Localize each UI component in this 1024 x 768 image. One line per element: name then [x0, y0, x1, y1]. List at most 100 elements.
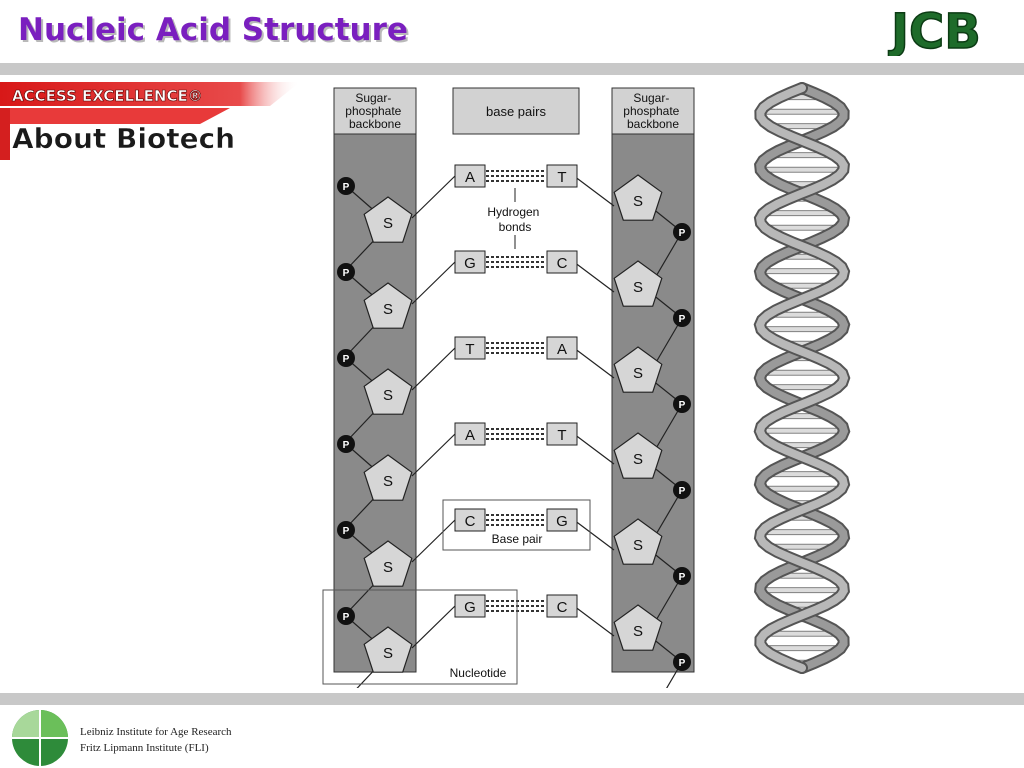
base-left-box [454, 164, 486, 188]
banner-line2: About Biotech [12, 122, 235, 155]
sugar-base-link [411, 261, 456, 305]
base-left-label: C [465, 513, 476, 530]
base-left-label: A [465, 169, 475, 186]
phosphate-right [673, 309, 691, 327]
sugar-base-link [573, 175, 615, 207]
footer-line2: Fritz Lipmann Institute (FLI) [80, 742, 209, 754]
hydrogen-bonds-label: Hydrogen bonds [487, 205, 542, 234]
base-right-label: T [557, 427, 566, 444]
phosphate-left-label: P [343, 526, 350, 537]
base-pairs-header [452, 87, 580, 135]
sugar-right-label: S [633, 451, 643, 468]
base-pairs-header-label: base pairs [486, 104, 546, 119]
phosphate-right [673, 567, 691, 585]
sugar-right-label: S [633, 623, 643, 640]
footer-line1: Leibniz Institute for Age Research [80, 726, 232, 738]
top-divider [0, 63, 1024, 75]
sugar-left [363, 626, 413, 673]
jcb-logo-text: JCB [888, 4, 981, 56]
sugar-left [363, 282, 413, 329]
base-left-box [454, 250, 486, 274]
phosphate-left-label: P [343, 440, 350, 451]
sugar-base-link [573, 433, 615, 465]
base-right-box [546, 250, 578, 274]
sugar-right [613, 174, 663, 221]
phosphate-right-label: P [679, 400, 686, 411]
phosphate-right [673, 395, 691, 413]
base-right-box [546, 422, 578, 446]
right-backbone-label: Sugar- phosphate backbone [623, 91, 682, 131]
sugar-base-link [411, 433, 456, 477]
sugar-left-label: S [383, 645, 393, 662]
sugar-left-label: S [383, 387, 393, 404]
base-right-box [546, 594, 578, 618]
left-backbone-label: Sugar- phosphate backbone [345, 91, 404, 131]
sugar-base-link [411, 347, 456, 391]
base-right-label: G [556, 513, 568, 530]
left-backbone-header [333, 87, 417, 135]
base-pair-label: Base pair [492, 532, 543, 546]
phosphate-right [673, 223, 691, 241]
base-left-box [454, 422, 486, 446]
helix-rung [760, 326, 843, 333]
right-backbone-header [611, 87, 695, 135]
phosphate-left [337, 177, 355, 195]
base-left-box [454, 508, 486, 532]
phosphate-left [337, 521, 355, 539]
helix-rung [759, 427, 845, 434]
footer-institution: Leibniz Institute for Age Research Fritz… [80, 724, 232, 756]
helix-rung [759, 587, 845, 594]
base-left-box [454, 594, 486, 618]
base-right-box [546, 508, 578, 532]
sugar-right-label: S [633, 193, 643, 210]
nucleotide-highlight [322, 589, 518, 685]
sugar-right-label: S [633, 365, 643, 382]
phosphate-left-label: P [343, 182, 350, 193]
base-right-label: A [557, 341, 567, 358]
sugar-left-label: S [383, 473, 393, 490]
base-left-box [454, 336, 486, 360]
phosphate-right-label: P [679, 486, 686, 497]
sugar-right-label: S [633, 537, 643, 554]
sugar-right [613, 346, 663, 393]
sugar-right-label: S [633, 279, 643, 296]
phosphate-left [337, 435, 355, 453]
sugar-base-link [573, 261, 615, 293]
phosphate-right-label: P [679, 314, 686, 325]
base-left-label: G [464, 255, 476, 272]
phosphate-right-label: P [679, 658, 686, 669]
dna-structure-diagram: Sugar- phosphate backbone Sugar- phospha… [322, 87, 695, 688]
sugar-left-label: S [383, 215, 393, 232]
sugar-left-label: S [383, 559, 393, 576]
base-pair-highlight [442, 499, 591, 551]
sugar-left [363, 540, 413, 587]
sugar-base-link [411, 605, 456, 649]
slide-title: Nucleic Acid Structure [18, 12, 408, 48]
base-left-label: A [465, 427, 475, 444]
phosphate-left [337, 263, 355, 281]
helix-rung [760, 529, 844, 536]
base-left-label: G [464, 599, 476, 616]
helix-rung [759, 268, 845, 275]
base-right-box [546, 164, 578, 188]
sugar-right [613, 604, 663, 651]
sugar-left-label: S [383, 301, 393, 318]
double-helix-illustration [753, 82, 851, 674]
phosphate-left [337, 607, 355, 625]
helix-rung [761, 485, 842, 492]
jcb-logo: JCB [862, 4, 1010, 56]
phosphate-right-label: P [679, 228, 686, 239]
base-left-label: T [465, 341, 474, 358]
sugar-base-link [573, 519, 615, 551]
sugar-left [363, 368, 413, 415]
phosphate-left [337, 349, 355, 367]
sugar-left [363, 454, 413, 501]
sugar-base-link [573, 605, 615, 637]
helix-rung [759, 108, 845, 115]
phosphate-right-label: P [679, 572, 686, 583]
sugar-base-link [411, 175, 456, 219]
phosphate-right [673, 481, 691, 499]
fli-logo-icon [12, 710, 68, 766]
sugar-left [363, 196, 413, 243]
